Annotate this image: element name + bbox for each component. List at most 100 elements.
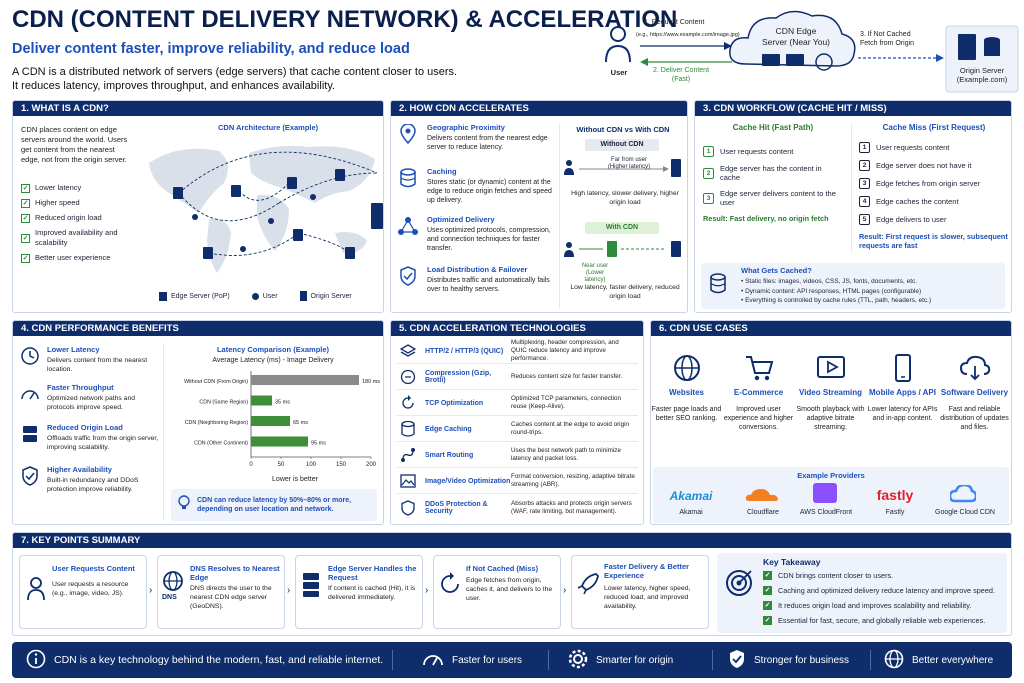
deliver-text: 2. Deliver Content	[652, 67, 710, 74]
without-note-1: Far from user	[610, 157, 647, 163]
cloudfront-logo	[813, 483, 837, 503]
s4-item-name: Reduced Origin Load	[47, 423, 123, 432]
s4-divider	[163, 343, 164, 519]
takeaway-text: Essential for fast, secure, and globally…	[778, 616, 986, 625]
without-cdn-badge: Without CDN	[585, 139, 659, 151]
origin-server-icon	[958, 34, 976, 60]
fastly-logo: fastly	[876, 487, 914, 503]
takeaway-item: ✓Caching and optimized delivery reduce l…	[763, 586, 1003, 595]
key-step: User Requests Content User requests a re…	[19, 555, 147, 629]
map-title: CDN Architecture (Example)	[218, 123, 319, 132]
use-case-desc: Smooth playback with adaptive bitrate st…	[796, 406, 865, 431]
provider-name: Cloudflare	[747, 509, 779, 516]
benefit-item: ✓Lower latency	[21, 183, 136, 193]
tech-desc: Uses the best network path to minimize l…	[511, 447, 621, 462]
providers-box: Example Providers Akamai fastly Akamai C…	[653, 467, 1009, 523]
step-number: 2	[859, 160, 870, 171]
benefit-item: ✓ Improved availability and scalability	[21, 228, 136, 248]
legend-label: Edge Server (PoP)	[171, 292, 230, 300]
check-icon: ✓	[763, 601, 772, 610]
cached-item-text: Everything is controlled by cache rules …	[745, 297, 932, 304]
chart-title: Latency Comparison (Example)	[216, 345, 330, 354]
use-case-desc: Improved user experience and higher conv…	[723, 406, 794, 431]
key-step: If Not Cached (Miss) Edge fetches from o…	[433, 555, 561, 629]
s1-description: CDN places content on edge servers aroun…	[21, 125, 128, 164]
footer-main-text: CDN is a key technology behind the moder…	[54, 654, 384, 666]
tech-name: Edge Caching	[425, 425, 472, 433]
miss-result: Result: First request is slower, subsequ…	[859, 232, 1008, 250]
footer-banner: CDN is a key technology behind the moder…	[12, 642, 1012, 678]
tech-desc: Format conversion, resizing, adaptive bi…	[511, 473, 635, 488]
server-icon	[302, 572, 320, 603]
takeaway-title: Key Takeaway	[763, 557, 821, 567]
tip-box: CDN can reduce latency by 50%–80% or mor…	[171, 489, 377, 521]
section-performance-benefits: 4. CDN PERFORMANCE BENEFITS Lower Latenc…	[12, 320, 384, 525]
arrow-right-icon: ›	[563, 585, 567, 596]
footer-divider	[870, 650, 871, 670]
server-icon	[19, 423, 41, 445]
tech-name: HTTP/2 / HTTP/3 (QUIC)	[425, 347, 504, 355]
tech-name: Smart Routing	[425, 451, 474, 459]
speedometer-icon	[19, 383, 41, 405]
google-cloud-logo	[949, 485, 977, 503]
section-5-title: 5. CDN ACCELERATION TECHNOLOGIES	[391, 321, 643, 336]
step-number: 2	[703, 167, 714, 179]
section-4-title: 4. CDN PERFORMANCE BENEFITS	[13, 321, 383, 336]
footer-main: CDN is a key technology behind the moder…	[26, 642, 383, 678]
origin-server-icon	[299, 291, 307, 301]
edge-label-2: Server (Near You)	[761, 37, 831, 47]
use-case-desc: Faster page loads and better SEO ranking…	[651, 406, 722, 422]
key-step-desc: Edge fetches from origin, caches it, and…	[466, 577, 553, 602]
footer-item: Faster for users	[422, 642, 522, 678]
use-case-software: Software Delivery Fast and reliable dist…	[939, 336, 1010, 462]
footer-item-text: Stronger for business	[754, 654, 850, 666]
benefit-text: Better user experience	[35, 253, 111, 262]
continents	[149, 145, 375, 273]
chart-subtitle: Average Latency (ms) - Image Delivery	[212, 357, 334, 364]
s3-divider	[851, 123, 852, 253]
bar-category-label: CDN (Neighboring Region)	[185, 420, 249, 426]
key-step-desc: DNS directs the user to the nearest CDN …	[190, 585, 272, 610]
key-step: DNS DNS Resolves to Nearest Edge DNS dir…	[157, 555, 285, 629]
with-note-1: Near user	[581, 263, 609, 269]
top-flow-diagram: User 1. Request Content (e.g., https://w…	[596, 4, 1020, 96]
cached-title: What Gets Cached?	[741, 266, 812, 275]
s4-item-name: Higher Availability	[47, 465, 112, 474]
check-icon: ✓	[21, 253, 30, 263]
check-icon: ✓	[763, 571, 772, 580]
takeaway-item: ✓CDN brings content closer to users.	[763, 571, 1003, 580]
x-tick-label: 100	[306, 462, 317, 468]
hit-step-text: Edge server delivers content to the user	[720, 189, 836, 207]
cached-item: • Static files: images, videos, CSS, JS,…	[741, 278, 918, 285]
use-case-name: E-Commerce	[733, 388, 784, 397]
x-tick-label: 50	[278, 462, 285, 468]
check-icon: ✓	[763, 586, 772, 595]
bar	[251, 395, 272, 406]
origin-label-1: Origin Server	[959, 66, 1005, 75]
tech-desc: Multiplexing, header compression, and QU…	[511, 339, 619, 362]
with-cdn-badge: With CDN	[585, 222, 659, 234]
check-icon: ✓	[21, 233, 30, 243]
benefit-text: Improved availability and scalability	[35, 228, 118, 247]
section-use-cases: 6. CDN USE CASES Websites Faster page lo…	[650, 320, 1012, 525]
mobile-icon	[867, 354, 938, 382]
gear-icon	[568, 649, 588, 672]
cache-miss-title: Cache Miss (First Request)	[882, 123, 986, 132]
key-step-desc: If content is cached (Hit), it is delive…	[328, 585, 416, 601]
without-result: High latency, slower delivery, higher or…	[571, 190, 679, 206]
bar-value-label: 95 ms	[311, 441, 326, 447]
s2-item-desc: Uses optimized protocols, compression, a…	[427, 227, 551, 252]
cached-item: • Dynamic content: API responses, HTML p…	[741, 287, 922, 295]
refresh-icon	[438, 572, 462, 601]
intro-line-1: A CDN is a distributed network of server…	[12, 66, 458, 78]
s4-item-desc: Built-in redundancy and DDoS protection …	[47, 477, 139, 493]
